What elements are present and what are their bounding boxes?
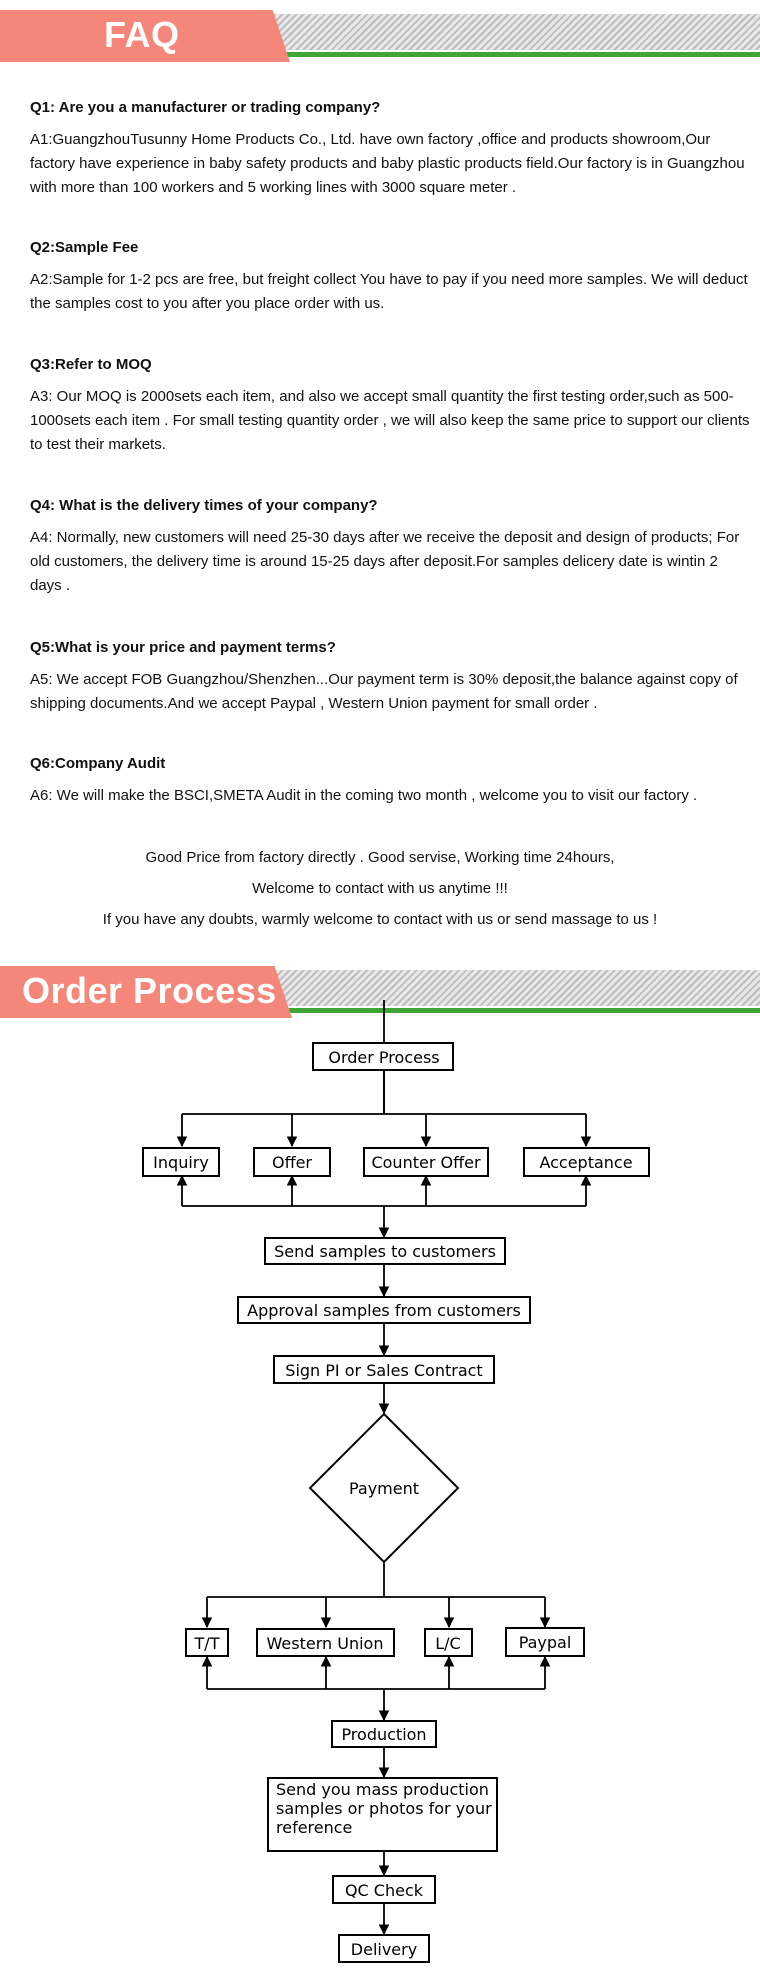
flow-node-label: T/T [194, 1634, 220, 1653]
flow-node-label: Send samples to customers [274, 1242, 496, 1261]
banner-tab [0, 10, 290, 62]
flow-node-qc-check: QC Check [332, 1875, 436, 1904]
banner-green-line [260, 52, 760, 57]
faq-item: Q4: What is the delivery times of your c… [30, 494, 750, 598]
flow-node-label: Paypal [519, 1633, 572, 1652]
banner-stripes [260, 14, 760, 50]
flow-node-label-line: reference [276, 1818, 352, 1837]
flow-node-send-samples: Send samples to customers [264, 1237, 506, 1265]
flow-node-paypal: Paypal [505, 1627, 585, 1657]
closing-message: Good Price from factory directly . Good … [0, 846, 760, 939]
faq-answer: A2:Sample for 1-2 pcs are free, but frei… [30, 271, 748, 312]
flow-node-label: Inquiry [153, 1153, 209, 1172]
flow-node-tt: T/T [185, 1628, 229, 1657]
flow-node-label: L/C [435, 1634, 460, 1653]
flow-node-label: Production [341, 1725, 426, 1744]
flow-node-label: Delivery [351, 1940, 417, 1959]
flow-node-lc: L/C [424, 1628, 473, 1657]
faq-question: Q3:Refer to MOQ [30, 356, 152, 373]
flow-node-label: Order Process [328, 1048, 439, 1067]
flow-node-sign-contract: Sign PI or Sales Contract [273, 1355, 495, 1384]
banner-tab [0, 966, 292, 1018]
order-process-title: Order Process [22, 970, 277, 1011]
faq-answer: A4: Normally, new customers will need 25… [30, 529, 740, 594]
faq-question: Q4: What is the delivery times of your c… [30, 497, 378, 514]
faq-banner: FAQ [0, 10, 760, 66]
order-flowchart: Order Process Inquiry Offer Counter Offe… [142, 1000, 650, 1963]
flow-node-acceptance: Acceptance [523, 1147, 650, 1177]
flow-node-inquiry: Inquiry [142, 1147, 220, 1177]
flow-node-counter-offer: Counter Offer [363, 1147, 489, 1177]
flow-node-mass-production-samples: Send you mass production samples or phot… [267, 1777, 498, 1852]
faq-item: Q2:Sample Fee A2:Sample for 1-2 pcs are … [30, 236, 750, 316]
flow-node-label: Payment [349, 1479, 419, 1498]
faq-answer: A1:GuangzhouTusunny Home Products Co., L… [30, 131, 745, 196]
faq-answer: A6: We will make the BSCI,SMETA Audit in… [30, 787, 698, 804]
flow-node-label: Acceptance [539, 1153, 632, 1172]
faq-item: Q1: Are you a manufacturer or trading co… [30, 96, 750, 200]
faq-question: Q6:Company Audit [30, 755, 166, 772]
flow-node-label-line: Send you mass production [276, 1780, 489, 1799]
flow-node-offer: Offer [253, 1147, 331, 1177]
flow-node-label: Approval samples from customers [247, 1301, 521, 1320]
faq-question: Q2:Sample Fee [30, 239, 139, 256]
flow-node-approval-samples: Approval samples from customers [237, 1296, 531, 1324]
flow-node-label-line: samples or photos for your [276, 1799, 492, 1818]
flow-node-label: Counter Offer [371, 1153, 480, 1172]
flow-node-label: Offer [272, 1153, 312, 1172]
faq-answer: A3: Our MOQ is 2000sets each item, and a… [30, 388, 750, 453]
flow-node-delivery: Delivery [338, 1934, 430, 1963]
faq-question: Q1: Are you a manufacturer or trading co… [30, 99, 381, 116]
flow-node-label: Sign PI or Sales Contract [285, 1361, 482, 1380]
flow-node-payment: Payment [308, 1412, 460, 1564]
banner-green-line [260, 1008, 760, 1013]
faq-item: Q5:What is your price and payment terms?… [30, 636, 750, 716]
flow-node-production: Production [331, 1720, 437, 1748]
closing-line: If you have any doubts, warmly welcome t… [102, 911, 658, 928]
faq-title: FAQ [104, 14, 180, 55]
flow-node-western-union: Western Union [256, 1628, 395, 1657]
flow-node-order-process: Order Process [312, 1042, 454, 1071]
flow-node-label: QC Check [345, 1881, 424, 1900]
faq-item: Q6:Company Audit A6: We will make the BS… [30, 752, 750, 808]
banner-stripes [260, 970, 760, 1006]
flow-node-label: Western Union [267, 1634, 384, 1653]
faq-answer: A5: We accept FOB Guangzhou/Shenzhen...O… [30, 671, 738, 712]
faq-question: Q5:What is your price and payment terms? [30, 639, 336, 656]
order-process-banner: Order Process [0, 966, 760, 1022]
closing-line: Welcome to contact with us anytime !!! [252, 880, 508, 897]
faq-item: Q3:Refer to MOQ A3: Our MOQ is 2000sets … [30, 353, 750, 457]
closing-line: Good Price from factory directly . Good … [145, 849, 615, 866]
